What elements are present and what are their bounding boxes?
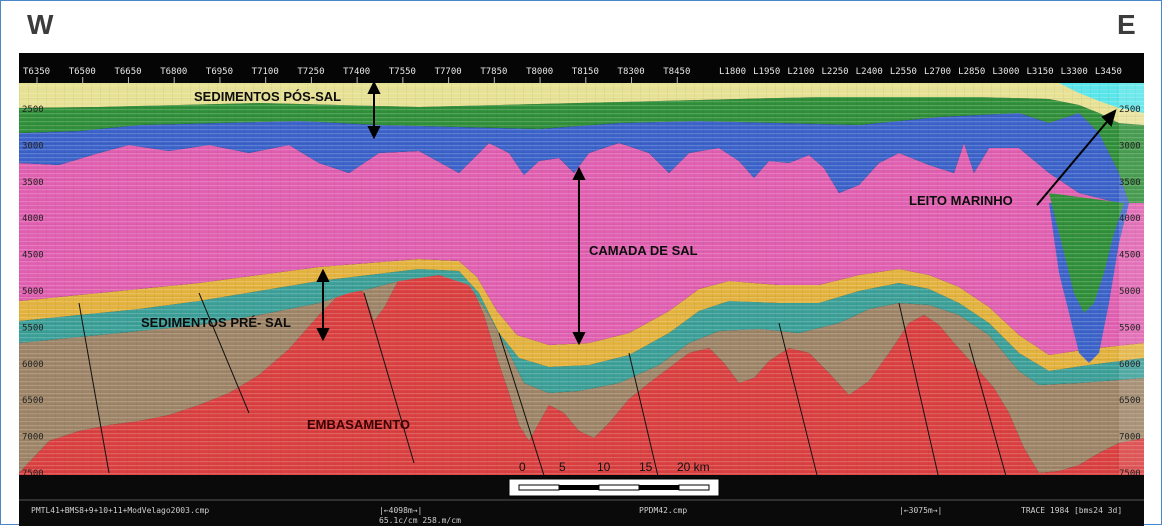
scale-bar-segment	[678, 484, 710, 491]
depth-tick-label: 3000	[1119, 141, 1141, 151]
depth-tick-label: 4000	[1119, 214, 1141, 224]
trace-label: L2700	[924, 67, 951, 77]
depth-tick-label: 3500	[22, 178, 44, 188]
depth-axis-left: 2500 3000 3500 4000 4500 5000 5500 6000 6500 7000…	[22, 105, 44, 479]
trace-label: L2550	[890, 67, 917, 77]
depth-tick-label: 4500	[22, 251, 44, 261]
trace-label: L2100	[787, 67, 814, 77]
trace-label: T8450	[663, 67, 690, 77]
trace-label: T6350	[23, 67, 50, 77]
footer-left-file: PMTL41+BMS8+9+10+11+ModVelago2003.cmp	[31, 506, 209, 515]
arrowhead	[316, 268, 330, 282]
scale-tick-15: 15	[639, 460, 653, 474]
depth-tick-label: 7500	[22, 469, 44, 479]
trace-label: L3000	[992, 67, 1019, 77]
footer-mid-file: PPDM42.cmp	[639, 506, 687, 515]
arrowhead	[367, 80, 381, 94]
footer-trace-info: TRACE 1984 [bms24 3d]	[1021, 506, 1122, 515]
seismic-section-svg: T6350 T6500 T6650 T6800 T6950 T7100 T7250 T7400…	[19, 53, 1144, 526]
depth-tick-label: 6500	[1119, 396, 1141, 406]
west-direction-label: W	[27, 9, 54, 40]
depth-axis-right: 2500 3000 3500 4000 4500 5000 5500 6000 6500 7000…	[1119, 105, 1141, 479]
trace-label: L3300	[1061, 67, 1088, 77]
footer-right-spacing: |←3075m→|	[899, 506, 942, 515]
trace-label: T7250	[297, 67, 324, 77]
trace-label: T7850	[480, 67, 507, 77]
footer-left-spacing: |←4098m→|	[379, 506, 422, 515]
depth-tick-label: 5000	[1119, 287, 1141, 297]
label-sedimentos-pos-sal: SEDIMENTOS PÓS-SAL	[194, 89, 341, 104]
label-leito-marinho: LEITO MARINHO	[909, 193, 1013, 208]
label-sedimentos-pre-sal: SEDIMENTOS PRÉ- SAL	[141, 315, 291, 330]
scale-bar-segment	[518, 484, 560, 491]
trace-ticks: T6350 T6500 T6650 T6800 T6950 T7100 T7250 T7400…	[23, 67, 1122, 83]
scale-bar-segment	[598, 484, 640, 491]
annotation-arrows	[316, 80, 1117, 346]
depth-tick-label: 3500	[1119, 178, 1141, 188]
footer-left-scale: 65.1c/cm 258.m/cm	[379, 516, 461, 525]
scale-bar-segment	[639, 485, 679, 490]
depth-tick-label: 6000	[22, 360, 44, 370]
arrowhead	[316, 328, 330, 342]
trace-label: L2250	[822, 67, 849, 77]
trace-label: L1800	[719, 67, 746, 77]
label-embasamento: EMBASAMENTO	[307, 417, 410, 432]
fault-line	[198, 292, 250, 414]
east-direction-label: E	[1117, 9, 1136, 40]
trace-label: L1950	[753, 67, 780, 77]
depth-axis-right-band	[1119, 83, 1144, 488]
scale-bar-segment	[559, 485, 599, 490]
label-camada-de-sal: CAMADA DE SAL	[589, 243, 698, 258]
scale-tick-0: 0	[519, 460, 526, 474]
trace-label: T6950	[206, 67, 233, 77]
seismic-section: T6350 T6500 T6650 T6800 T6950 T7100 T7250 T7400…	[19, 53, 1144, 526]
depth-tick-label: 6000	[1119, 360, 1141, 370]
fault-line	[78, 302, 110, 474]
depth-tick-label: 2500	[22, 105, 44, 115]
depth-tick-label: 4500	[1119, 251, 1141, 261]
depth-tick-label: 2500	[1119, 105, 1141, 115]
arrowhead	[572, 166, 586, 180]
trace-label: L2400	[856, 67, 883, 77]
scale-tick-10: 10	[597, 460, 611, 474]
depth-tick-label: 5500	[22, 323, 44, 333]
trace-label: T7700	[435, 67, 462, 77]
arrowhead	[367, 126, 381, 140]
arrow-leito-marinho	[1036, 116, 1112, 206]
depth-tick-label: 5500	[1119, 323, 1141, 333]
depth-tick-label: 5000	[22, 287, 44, 297]
depth-tick-label: 7000	[22, 433, 44, 443]
scale-tick-5: 5	[559, 460, 566, 474]
trace-label: L3450	[1095, 67, 1122, 77]
trace-label: T8300	[618, 67, 645, 77]
arrowhead	[572, 332, 586, 346]
trace-label: T7100	[252, 67, 279, 77]
depth-tick-label: 7500	[1119, 469, 1141, 479]
trace-label: T6500	[69, 67, 96, 77]
trace-label: T7550	[389, 67, 416, 77]
trace-label: T8150	[572, 67, 599, 77]
trace-label: T7400	[343, 67, 370, 77]
trace-label: L3150	[1027, 67, 1054, 77]
scale-tick-20km: 20 km	[677, 460, 710, 474]
fault-line	[363, 292, 415, 464]
depth-tick-label: 7000	[1119, 433, 1141, 443]
depth-tick-label: 6500	[22, 396, 44, 406]
geologic-layers	[19, 83, 1144, 526]
trace-header-bar	[19, 53, 1144, 83]
depth-tick-label: 4000	[22, 214, 44, 224]
trace-label: T6650	[114, 67, 141, 77]
seismic-grid-texture	[19, 83, 1144, 488]
trace-label: L2850	[958, 67, 985, 77]
trace-label: T8000	[526, 67, 553, 77]
arrowhead	[1101, 109, 1117, 127]
trace-label: T6800	[160, 67, 187, 77]
depth-tick-label: 3000	[22, 141, 44, 151]
